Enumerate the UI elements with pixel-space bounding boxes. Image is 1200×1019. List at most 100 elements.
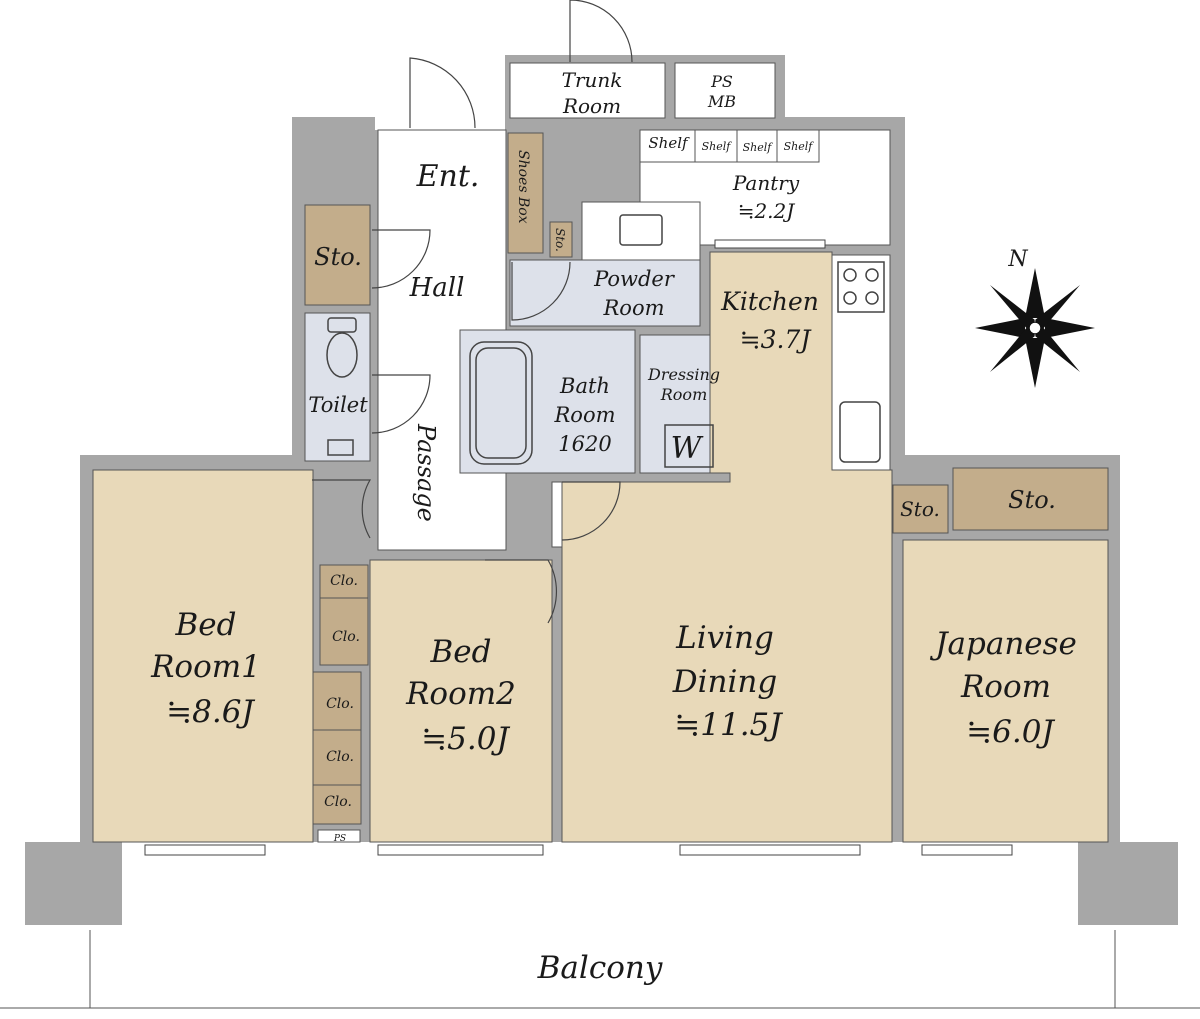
- closet-label: Clo.: [326, 749, 354, 765]
- stove-icon: [837, 261, 885, 313]
- compass-nw-arrow: [990, 285, 1035, 330]
- closet-label: Clo.: [324, 794, 352, 810]
- bath-room-floor: [459, 329, 636, 474]
- ps-mb-floor: [674, 62, 776, 119]
- trunk-room-label: Room: [562, 94, 621, 118]
- japanese-room-floor: [902, 539, 1109, 843]
- shoes-box: [507, 132, 544, 254]
- burner-icon: [865, 291, 879, 305]
- compass-se-arrow: [1035, 326, 1080, 372]
- vanity-sink-icon: [619, 214, 663, 246]
- compass-ne-arrow: [1035, 285, 1080, 330]
- storage-door-icon: [371, 229, 431, 289]
- living-dining-label: Dining: [672, 664, 777, 700]
- living-door-icon: [561, 481, 621, 541]
- bed-room-1-label: Room1: [150, 649, 261, 685]
- shelf-label: Shelf: [743, 141, 774, 154]
- japanese-room-label: Japanese: [929, 626, 1077, 662]
- storage-small-label: Sto.: [553, 228, 567, 252]
- compass-west-arrow: [975, 318, 1025, 338]
- storage-small: [549, 221, 573, 258]
- dressing-room-label: Dressing: [647, 365, 720, 384]
- japanese-room-area: ≒6.0J: [966, 714, 1055, 750]
- pantry-shelves: [639, 129, 820, 163]
- bathtub-icon: [469, 341, 533, 465]
- bath-size-label: 1620: [558, 432, 611, 456]
- storage-left-label: Sto.: [314, 243, 362, 271]
- fixtures: [326, 214, 885, 468]
- storage-right-large: [952, 467, 1109, 531]
- storage-right-small: [892, 484, 949, 534]
- bed-room-2-label: Bed: [430, 634, 492, 670]
- shelf-label: Shelf: [648, 134, 690, 152]
- ps-mb-label: MB: [707, 92, 736, 111]
- living-kitchen-floor: [561, 251, 893, 843]
- pantry-label: Pantry: [732, 171, 800, 195]
- compass-south-arrow: [1025, 338, 1045, 388]
- passage-label: Passage: [412, 423, 440, 522]
- living-door-gap: [551, 481, 563, 548]
- storage: [304, 132, 1109, 825]
- closet-label: Clo.: [332, 629, 360, 645]
- ps-mb-label: PS: [710, 72, 733, 91]
- japanese-room-label: Room: [960, 669, 1051, 705]
- north-compass: [975, 268, 1095, 388]
- shelf-label: Shelf: [784, 140, 815, 153]
- trunk-room-floor: [509, 62, 666, 119]
- burner-icon: [843, 291, 857, 305]
- bath-room-label: Bath: [559, 374, 610, 398]
- toilet-floor: [304, 312, 371, 462]
- powder-door-icon: [511, 261, 571, 321]
- trunk-door-icon: [569, 0, 633, 63]
- bath-room-label: Room: [553, 403, 615, 427]
- compass-north-arrow: [1025, 268, 1045, 318]
- toilet-door-icon: [371, 374, 431, 434]
- storage-right-small-label: Sto.: [900, 497, 940, 521]
- kitchen-area-label: ≒3.7J: [740, 325, 813, 354]
- storage-left: [304, 204, 371, 306]
- toilet-bowl-icon: [326, 332, 358, 378]
- bed-room-2-area: ≒5.0J: [421, 721, 510, 757]
- washer-icon: [664, 424, 714, 468]
- compass-sw-arrow: [990, 326, 1035, 372]
- living-dining-label: Living: [675, 620, 774, 656]
- kitchen-label: Kitchen: [720, 287, 819, 316]
- shelf-label: Shelf: [702, 140, 733, 153]
- burner-icon: [865, 268, 879, 282]
- closet-upper: [319, 564, 369, 666]
- shoes-box-label: Shoes Box: [515, 150, 531, 224]
- doors: [312, 0, 633, 624]
- pantry-area-label: ≒2.2J: [738, 199, 796, 223]
- hall-label: Hall: [409, 273, 465, 303]
- bed-room-2-label: Room2: [405, 676, 516, 712]
- living-dining-area: ≒11.5J: [674, 707, 783, 743]
- powder-room-label: Room: [602, 296, 664, 320]
- bed-room-1-floor: [92, 469, 314, 843]
- compass-east-arrow: [1045, 318, 1095, 338]
- windows: [144, 239, 1013, 856]
- trunk-room-label: Trunk: [562, 68, 623, 92]
- burner-icon: [843, 268, 857, 282]
- balcony-label: Balcony: [537, 950, 663, 986]
- bathtub-inner-icon: [475, 347, 527, 459]
- bed-room-2-floor: [369, 559, 553, 843]
- entrance-label: Ent.: [416, 159, 480, 194]
- front-door-icon: [409, 57, 476, 129]
- closet-dividers: [313, 597, 368, 843]
- toilet-sink-icon: [327, 439, 354, 456]
- bed1-door-icon: [312, 479, 372, 539]
- closet-label: Clo.: [330, 573, 358, 589]
- vanity-area: [581, 201, 701, 261]
- north-label: N: [1007, 247, 1028, 272]
- labels: Trunk Room PS MB Shelf Shelf Shelf Shelf…: [150, 68, 1077, 986]
- bed2-door-icon: [485, 559, 558, 624]
- powder-room-label: Powder: [593, 267, 676, 291]
- ps-label: PS: [333, 834, 346, 844]
- powder-room-floor: [509, 259, 701, 327]
- toilet-label: Toilet: [308, 393, 368, 417]
- storage-right-large-label: Sto.: [1008, 486, 1056, 514]
- rooms: [92, 251, 1109, 843]
- bed-room-1-label: Bed: [175, 607, 237, 643]
- closet-lower: [312, 671, 362, 825]
